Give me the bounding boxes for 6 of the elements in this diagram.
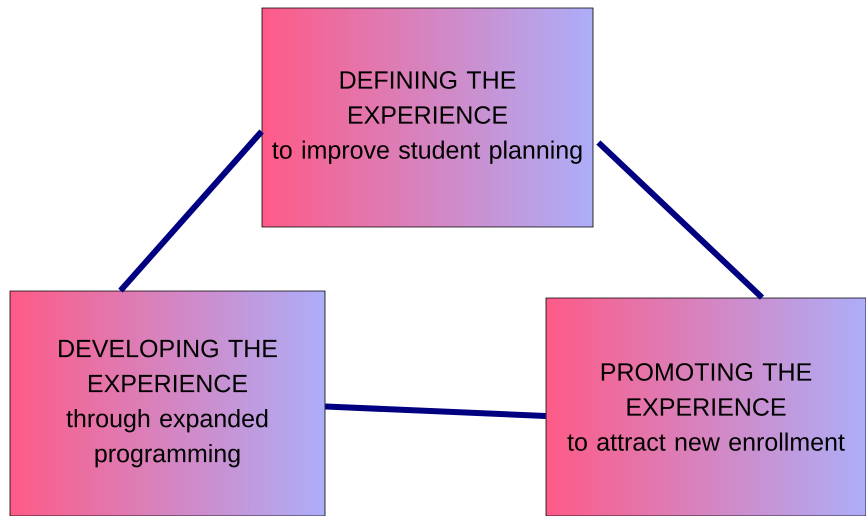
process-box: PROMOTING THE EXPERIENCE to attract new enrollment [546,298,866,516]
connector-line [325,404,546,419]
connector-line [118,130,264,293]
process-box: DEFINING THE EXPERIENCE to improve student planning [262,8,594,228]
process-box: DEVELOPING THE EXPERIENCE through expanded programming [10,290,326,516]
connector-line [596,140,764,300]
